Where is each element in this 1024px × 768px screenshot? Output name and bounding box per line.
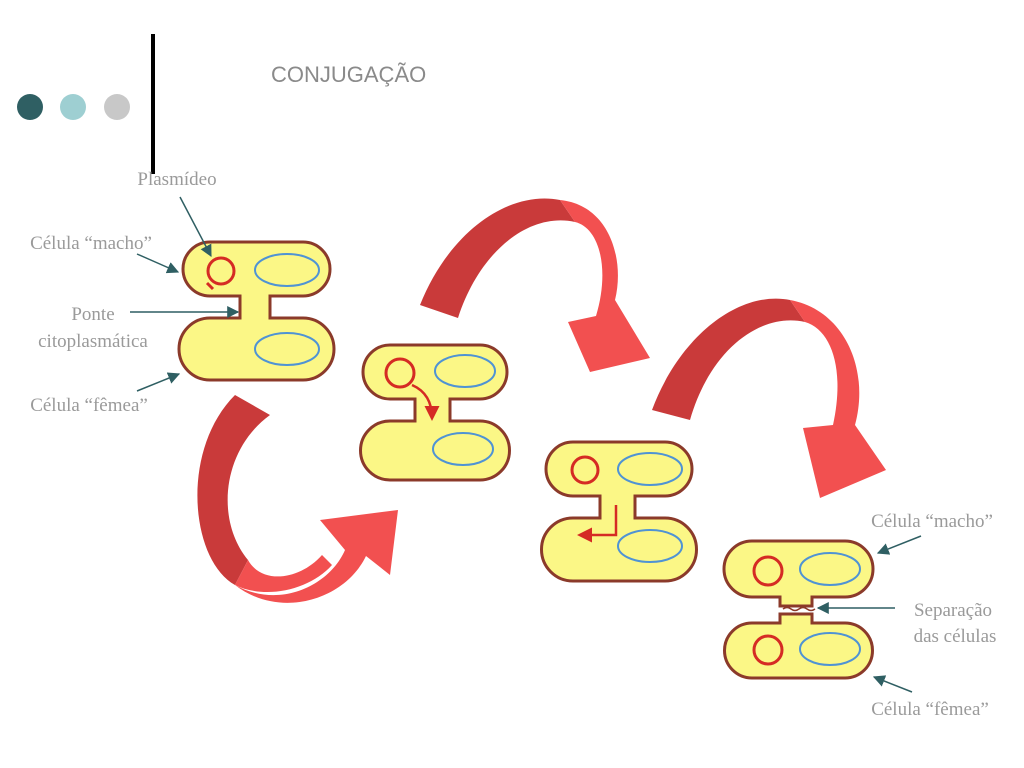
title-divider — [151, 34, 155, 174]
male-cell-label: Célula “macho” — [30, 233, 152, 254]
plasmid — [206, 256, 236, 286]
decorative-dot-1 — [17, 94, 43, 120]
process-arrow-1 — [197, 395, 398, 603]
stage-1-cells — [177, 240, 336, 382]
decorative-dot-2 — [60, 94, 86, 120]
bridge-label-line1: Ponte — [71, 304, 114, 325]
bridge-label-line2: citoplasmática — [38, 331, 148, 352]
slide-title: CONJUGAÇÃO — [271, 62, 427, 87]
male-cell-final-label: Célula “macho” — [871, 511, 993, 532]
stage-2-cells — [359, 343, 511, 482]
stage-3-cells — [540, 440, 698, 583]
decorative-dot-3 — [104, 94, 130, 120]
stage-4-cells — [722, 539, 875, 680]
plasmid-label: Plasmídeo — [137, 169, 216, 190]
process-arrow-2 — [420, 198, 650, 372]
separation-label-line1: Separação — [914, 600, 992, 621]
nucleoid-female — [254, 332, 320, 366]
pointer-lines — [130, 196, 922, 693]
female-cell-label: Célula “fêmea” — [30, 395, 148, 416]
female-cell-final-label: Célula “fêmea” — [871, 699, 989, 720]
process-arrow-3 — [652, 298, 886, 498]
nucleoid-male — [254, 253, 320, 287]
separation-label-line2: das células — [914, 626, 997, 647]
